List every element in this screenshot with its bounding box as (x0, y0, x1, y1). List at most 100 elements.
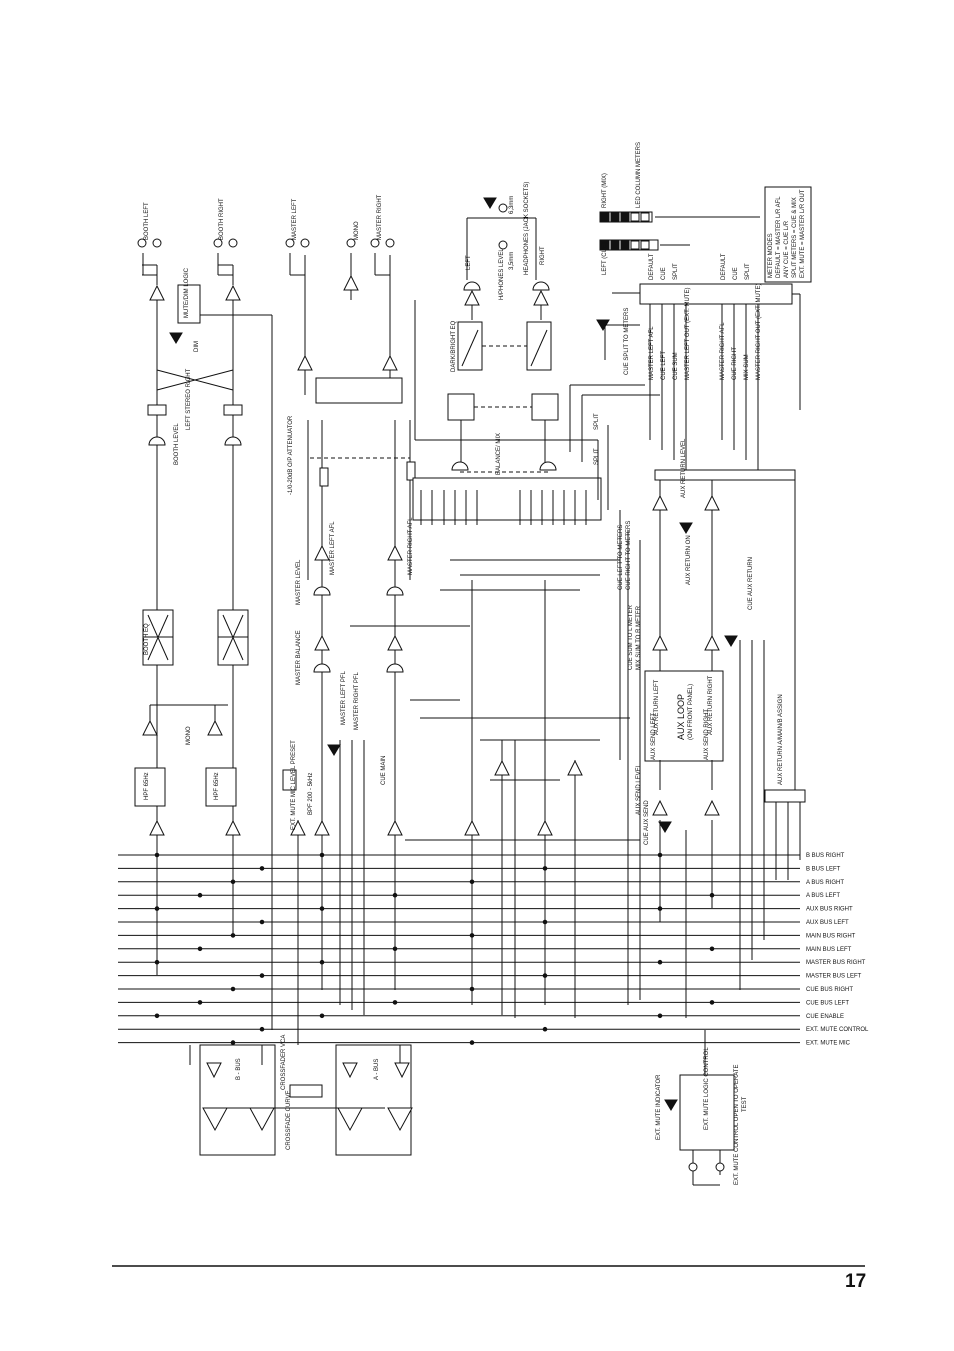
bus-label: MAIN BUS LEFT (806, 947, 852, 953)
wiring (134, 186, 812, 1186)
bus-junction (197, 946, 203, 952)
label-ml-out: MASTER LEFT OUT (EXT. MUTE) (685, 288, 691, 380)
label-aux-return-left: AUX RETURN LEFT (654, 679, 660, 735)
bus-label: CUE ENABLE (806, 1014, 844, 1020)
label-cue-sum-l: CUE SUM TO L METER (628, 604, 634, 670)
bus-junction (197, 1000, 203, 1005)
label-meter-modes-title: METER MODES (768, 233, 774, 278)
label-booth-eq: BOOTH EQ (144, 623, 150, 655)
label-split-m2: SPLIT (745, 263, 751, 280)
label-mrafl: MASTER RIGHT AFL (720, 322, 726, 380)
label-booth-level: BOOTH LEVEL (174, 423, 180, 465)
label-cue-left-f: CUE LEFT (661, 351, 667, 380)
label-aux-return-right: AUX RETURN RIGHT (708, 675, 714, 735)
bus-junction (259, 973, 265, 978)
labels: BOOTH LEFT BOOTH RIGHT MASTER LEFT MONO … (144, 142, 806, 1185)
label-left-cue: LEFT (CUE) (602, 242, 608, 275)
page-number: 17 (845, 1271, 866, 1292)
bus-lines (118, 852, 800, 1045)
label-hp-right: RIGHT (540, 246, 546, 265)
label-jack-6mm: 6,3mm (509, 196, 515, 214)
label-attenuator: -1/0-20dB O/P ATTENUATOR (288, 415, 294, 495)
bus-junction (657, 1013, 663, 1019)
label-aux-send-right: AUX SEND RIGHT (704, 709, 710, 760)
bus-junction (542, 1026, 548, 1032)
bus-label: MAIN BUS RIGHT (806, 933, 856, 939)
label-cue-aux-return: CUE AUX RETURN (748, 557, 754, 610)
label-right-mix: RIGHT (MIX) (602, 173, 608, 208)
led-meter-left (599, 239, 659, 251)
label-aux-return-assign: AUX RETURN A/MAIN/B ASSIGN (778, 694, 784, 785)
label-master-left-afl: MASTER LEFT AFL (330, 521, 336, 575)
bus-label: B BUS RIGHT (806, 853, 845, 859)
label-cue-sum-f: CUE SUM (673, 352, 679, 380)
label-jack-3mm: 3,5mm (509, 252, 515, 270)
bus-junction (259, 1026, 265, 1032)
label-cue-split-meters: CUE SPLIT TO METERS (624, 308, 630, 375)
label-mr-out: MASTER RIGHT OUT (EXT. MUTE) (756, 284, 762, 380)
label-cue-aux-send: CUE AUX SEND (644, 800, 650, 845)
bus-junction (230, 1040, 236, 1045)
label-cue-2: CUE (733, 267, 739, 280)
label-meter-mode-3: SPLIT METERS = CUE & MIX (792, 197, 798, 278)
bus-junction (709, 1000, 715, 1005)
bus-label: A BUS LEFT (806, 893, 840, 899)
label-mlafl: MASTER LEFT AFL (649, 326, 655, 380)
amplifiers (142, 274, 720, 1132)
label-hpf-right: HPF 65Hz (214, 772, 220, 800)
bus-junction (230, 986, 236, 992)
bus-label: A BUS RIGHT (806, 880, 844, 886)
label-master-balance: MASTER BALANCE (296, 630, 302, 685)
label-dark-bright-eq: DARK/BRIGHT EQ (451, 320, 457, 372)
label-meter-mode-4: EXT. MUTE = MASTER L/R OUT (800, 189, 806, 278)
bus-label: CUE BUS RIGHT (806, 987, 853, 993)
label-cue-left-meters: CUE LEFT TO METERS (618, 525, 624, 590)
label-split-1: SPLIT (594, 413, 600, 430)
label-cue-right-meters: CUE RIGHT TO METERS (626, 521, 632, 590)
label-cue-main: CUE MAIN (381, 756, 387, 785)
bus-junction (469, 1040, 475, 1045)
label-bpf: BPF 200 - 5kHz (308, 773, 314, 815)
label-aux-return-on: AUX RETURN ON (686, 535, 692, 585)
bus-label: EXT. MUTE MIC (806, 1041, 851, 1047)
bus-junction (392, 1000, 398, 1005)
label-led-column: LED COLUMN METERS (636, 142, 642, 208)
bus-label: B BUS LEFT (806, 866, 841, 872)
label-master-right: MASTER RIGHT (377, 194, 383, 240)
label-ext-mute-indicator: EXT. MUTE INDICATOR (656, 1074, 662, 1140)
label-mute-dim: MUTE/DIM LOGIC (184, 267, 190, 318)
label-master-left: MASTER LEFT (292, 198, 298, 240)
bus-junction (709, 946, 715, 952)
bus-junction (154, 1013, 160, 1019)
bus-label: AUX BUS RIGHT (806, 907, 853, 913)
label-master-right-pfl: MASTER RIGHT PFL (354, 671, 360, 730)
bus-label: MASTER BUS RIGHT (806, 960, 866, 966)
label-hpf-left: HPF 65Hz (144, 772, 150, 800)
label-b-bus: B - BUS (236, 1058, 242, 1080)
label-booth-right: BOOTH RIGHT (219, 198, 225, 240)
label-booth-left: BOOTH LEFT (144, 202, 150, 240)
leds (169, 197, 738, 1111)
label-mix-sum-r: MIX SUM TO R METER (636, 605, 642, 670)
label-master-level: MASTER LEVEL (296, 559, 302, 605)
label-mix-sum-f: MIX SUM (744, 354, 750, 380)
label-split-m1: SPLIT (673, 263, 679, 280)
bus-label: MASTER BUS LEFT (806, 974, 862, 980)
label-headphones-sockets: HEADPHONES (JACK SOCKETS) (524, 182, 530, 275)
bus-junction (259, 919, 265, 925)
label-meter-mode-2: ANY CUE = CUE L/R (784, 220, 790, 278)
label-aux-send-left: AUX SEND LEFT (651, 713, 657, 760)
label-aux-send-level: AUX SEND LEVEL (636, 763, 642, 815)
label-master-left-pfl: MASTER LEFT PFL (341, 670, 347, 725)
label-mono-out: MONO (354, 221, 360, 240)
label-dim: DIM (194, 341, 200, 352)
bus-junction (259, 866, 265, 871)
bus-junction (197, 892, 203, 898)
label-crossfade-curve: CROSSFADE CURVE (286, 1090, 292, 1150)
bus-labels: B BUS RIGHT B BUS LEFT A BUS RIGHT A BUS LE… (806, 853, 869, 1047)
label-front-panel: (ON FRONT PANEL) (688, 684, 694, 740)
label-cue-right-f: CUE RIGHT (732, 347, 738, 380)
bus-junction (319, 1013, 325, 1019)
label-mono: MONO (186, 726, 192, 745)
